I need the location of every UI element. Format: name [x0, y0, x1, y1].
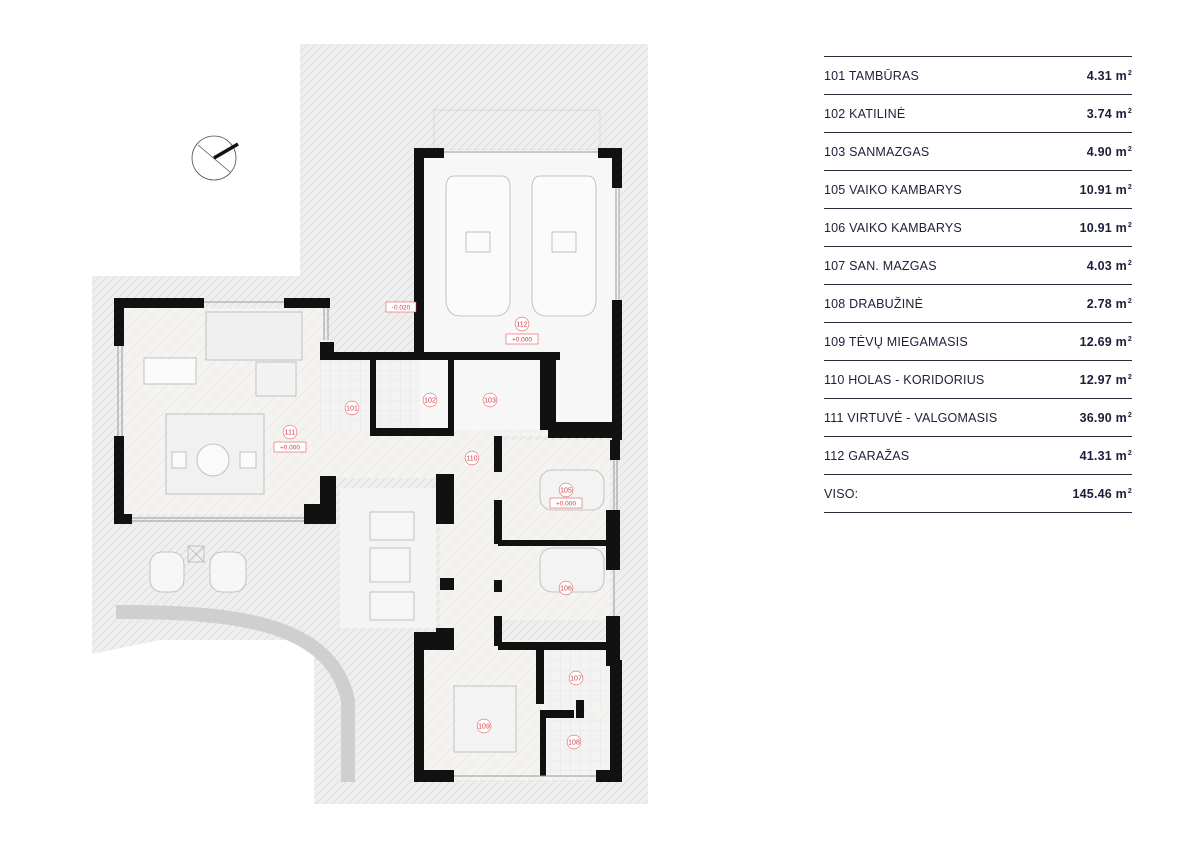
room-row: 108 DRABUŽINĖ 2.78 m2 [824, 285, 1132, 323]
area-unit-superscript: 2 [1127, 449, 1132, 457]
area-unit-superscript: 2 [1127, 297, 1132, 305]
room-row: 103 SANMAZGAS 4.90 m2 [824, 133, 1132, 171]
level-garage: +0.000 [512, 337, 532, 344]
north-arrow-icon [191, 135, 239, 181]
room-area: 145.46 m2 [1072, 487, 1132, 501]
area-unit-superscript: 2 [1127, 335, 1132, 343]
room-area: 10.91 m2 [1080, 221, 1132, 235]
room-row: 111 VIRTUVĖ - VALGOMASIS 36.90 m2 [824, 399, 1132, 437]
area-unit-superscript: 2 [1127, 487, 1132, 495]
room-area-value: 10.91 m [1079, 182, 1127, 197]
room-circle-107: 107 [568, 670, 584, 686]
room-number-109: 109 [478, 724, 490, 731]
room-area: 3.74 m2 [1087, 107, 1132, 121]
room-number-105: 105 [560, 488, 572, 495]
room-row: 105 VAIKO KAMBARYS 10.91 m2 [824, 171, 1132, 209]
level-living: +0.000 [280, 445, 300, 452]
room-number-102: 102 [424, 398, 436, 405]
room-row: 102 KATILINĖ 3.74 m2 [824, 95, 1132, 133]
room-number-103: 103 [484, 398, 496, 405]
room-name: 108 DRABUŽINĖ [824, 296, 924, 311]
area-unit-superscript: 2 [1127, 259, 1132, 267]
room-circle-106: 106 [558, 580, 574, 596]
room-name: 101 TAMBŪRAS [824, 68, 920, 83]
room-area-value: 4.90 m [1086, 144, 1127, 159]
room-number-107: 107 [570, 676, 582, 683]
room-area-value: 10.91 m [1079, 220, 1127, 235]
room-name: 102 KATILINĖ [824, 106, 906, 121]
level-entry: -0.020 [392, 305, 411, 312]
room-circle-103: 103 [482, 392, 498, 408]
room-circle-105: 105 [558, 482, 574, 498]
room-area: 36.90 m2 [1080, 411, 1132, 425]
room-number-101: 101 [346, 406, 358, 413]
room-circle-101: 101 [344, 400, 360, 416]
room-area-value: 4.03 m [1086, 258, 1127, 273]
room-circle-108: 108 [566, 734, 582, 750]
room-circle-111: 111 [282, 424, 298, 440]
room-name: 107 SAN. MAZGAS [824, 258, 937, 273]
room-row: 112 GARAŽAS 41.31 m2 [824, 437, 1132, 475]
room-area: 12.69 m2 [1080, 335, 1132, 349]
room-row: 109 TĖVŲ MIEGAMASIS 12.69 m2 [824, 323, 1132, 361]
room-name: 105 VAIKO KAMBARYS [824, 182, 962, 197]
room-row: 106 VAIKO KAMBARYS 10.91 m2 [824, 209, 1132, 247]
room-row: 101 TAMBŪRAS 4.31 m2 [824, 57, 1132, 95]
room-area-value: 12.69 m [1079, 334, 1127, 349]
room-area-value: 145.46 m [1072, 486, 1127, 501]
area-unit-superscript: 2 [1127, 107, 1132, 115]
room-number-110: 110 [466, 456, 477, 463]
room-area-value: 12.97 m [1079, 372, 1127, 387]
room-row: 110 HOLAS - KORIDORIUS 12.97 m2 [824, 361, 1132, 399]
room-name: 111 VIRTUVĖ - VALGOMASIS [824, 410, 998, 425]
room-number-111: 111 [285, 430, 296, 437]
room-name: 109 TĖVŲ MIEGAMASIS [824, 334, 968, 349]
area-unit-superscript: 2 [1127, 145, 1132, 153]
furniture [143, 175, 605, 753]
room-area: 10.91 m2 [1080, 183, 1132, 197]
room-name: VISO: [824, 486, 859, 501]
room-circle-102: 102 [422, 392, 438, 408]
room-area: 4.03 m2 [1087, 259, 1132, 273]
room-area: 41.31 m2 [1080, 449, 1132, 463]
room-area: 2.78 m2 [1087, 297, 1132, 311]
level-kids: +0.000 [556, 501, 576, 508]
area-unit-superscript: 2 [1127, 411, 1132, 419]
room-area-value: 2.78 m [1086, 296, 1127, 311]
room-circle-110: 110 [464, 450, 480, 466]
room-name: 112 GARAŽAS [824, 448, 910, 463]
room-area: 4.90 m2 [1087, 145, 1132, 159]
room-area-value: 3.74 m [1086, 106, 1127, 121]
room-area-value: 4.31 m [1086, 68, 1127, 83]
room-number-108: 108 [568, 740, 580, 747]
room-name: 103 SANMAZGAS [824, 144, 930, 159]
room-area-value: 36.90 m [1079, 410, 1127, 425]
room-circle-109: 109 [476, 718, 492, 734]
area-unit-superscript: 2 [1127, 373, 1132, 381]
area-unit-superscript: 2 [1127, 221, 1132, 229]
room-circle-112: 112 [514, 316, 530, 332]
room-row: 107 SAN. MAZGAS 4.03 m2 [824, 247, 1132, 285]
windows [117, 151, 620, 777]
room-area: 4.31 m2 [1087, 69, 1132, 83]
room-number-106: 106 [560, 586, 572, 593]
room-labels: 101 102 103 105 106 107 108 109 110 111 … [282, 316, 584, 750]
walls [114, 148, 622, 782]
area-unit-superscript: 2 [1127, 69, 1132, 77]
floor-plan: 101 102 103 105 106 107 108 109 110 111 … [92, 44, 648, 804]
room-name: 106 VAIKO KAMBARYS [824, 220, 962, 235]
total-row: VISO: 145.46 m2 [824, 475, 1132, 513]
room-area: 12.97 m2 [1080, 373, 1132, 387]
level-marks: +0.000 +0.000 +0.000 -0.020 [273, 301, 583, 509]
room-area-value: 41.31 m [1079, 448, 1127, 463]
room-name: 110 HOLAS - KORIDORIUS [824, 372, 985, 387]
room-number-112: 112 [516, 322, 527, 329]
area-unit-superscript: 2 [1127, 183, 1132, 191]
